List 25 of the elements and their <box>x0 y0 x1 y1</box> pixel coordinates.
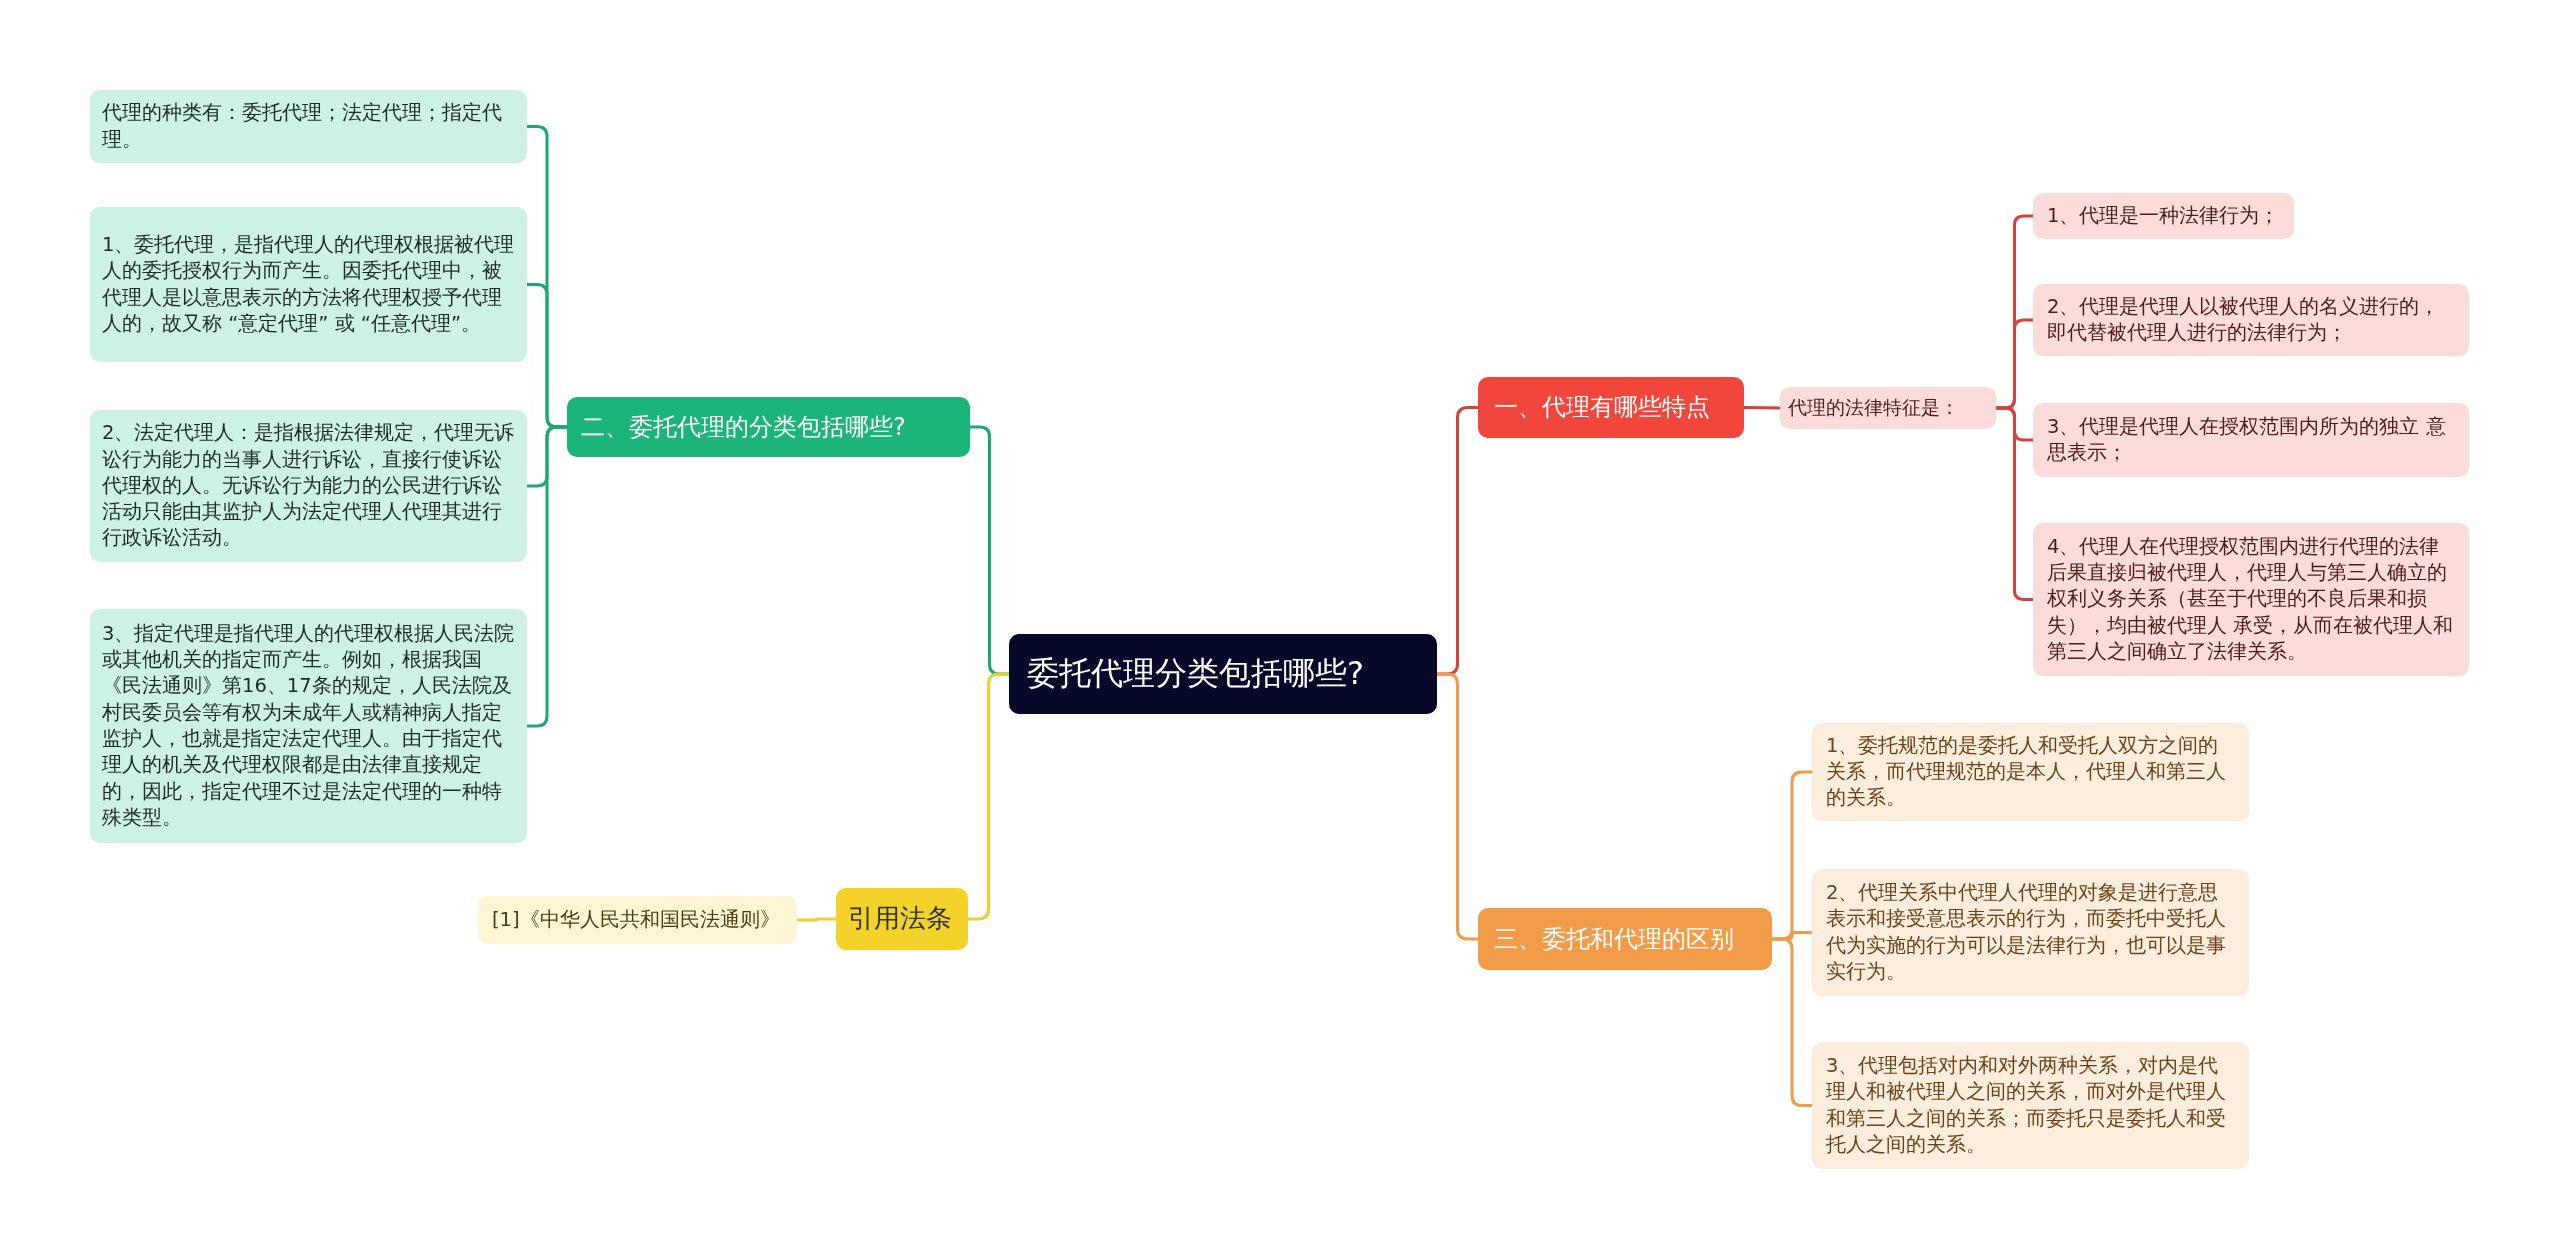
connector-line <box>1743 406 1781 410</box>
note-card: 1、代理是一种法律行为； <box>2033 193 2294 239</box>
note-card: 3、指定代理是指代理人的代理权根据人民法院或其他机关的指定而产生。例如，根据我国《民法通则》第16、17条的规定，人民法院及村民委员会等有权为未成年人或精神病人指定监护人，也就是指定法定代理人。由于指定代理人的机关及代理权限都是由法律直接规定的，因此，指定代理不过是法定代理的一种特殊类型。 <box>90 609 527 843</box>
branch-topic: 二、委托代理的分类包括哪些? <box>567 397 970 457</box>
connector-line <box>527 425 567 728</box>
note-card: 3、代理包括对内和对外两种关系，对内是代理人和被代理人之间的关系，而对外是代理人和第三人之间的关系；而委托只是委托人和受托人之间的关系。 <box>1812 1042 2249 1169</box>
branch-topic: 引用法条 <box>836 888 968 950</box>
connector-line <box>1996 406 2033 601</box>
note-card: 代理的法律特征是： <box>1780 387 1996 429</box>
connector-line <box>797 917 836 922</box>
note-card: 2、代理关系中代理人代理的对象是进行意思表示和接受意思表示的行为，而委托中受托人代为实施的行为可以是法律行为，也可以是事实行为。 <box>1812 869 2249 996</box>
central-topic: 委托代理分类包括哪些? <box>1009 634 1437 714</box>
connector-line <box>1437 672 1478 941</box>
note-card: 3、代理是代理人在授权范围内所为的独立 意思表示； <box>2033 403 2469 477</box>
note-card: 代理的种类有：委托代理；法定代理；指定代理。 <box>90 90 527 163</box>
connector-line <box>1772 937 1812 1107</box>
note-card: 1、委托规范的是委托人和受托人双方之间的关系，而代理规范的是本人，代理人和第三人的关系。 <box>1812 723 2249 821</box>
branch-topic: 三、委托和代理的区别 <box>1478 908 1772 970</box>
connector-line <box>968 672 1009 921</box>
note-card: 2、法定代理人：是指根据法律规定，代理无诉讼行为能力的当事人进行诉讼，直接行使诉讼代理权的人。无诉讼行为能力的公民进行诉讼活动只能由其监护人为法定代理人代理其进行行政诉讼活动。 <box>90 410 527 562</box>
note-card: 1、委托代理，是指代理人的代理权根据被代理人的委托授权行为而产生。因委托代理中，被代理人是以意思表示的方法将代理权授予代理人的，故又称 “意定代理” 或 “任意代理”。 <box>90 207 527 362</box>
note-card: 2、代理是代理人以被代理人的名义进行的，即代替被代理人进行的法律行为； <box>2033 284 2469 356</box>
note-card: [1]《中华人民共和国民法通则》 <box>478 896 797 944</box>
note-card: 4、代理人在代理授权范围内进行代理的法律后果直接归被代理人，代理人与第三人确立的权利义务关系（甚至于代理的不良后果和损失），均由被代理人 承受，从而在被代理人和第三人之间确立了法律关系。 <box>2033 523 2469 676</box>
branch-topic: 一、代理有哪些特点 <box>1478 377 1744 438</box>
